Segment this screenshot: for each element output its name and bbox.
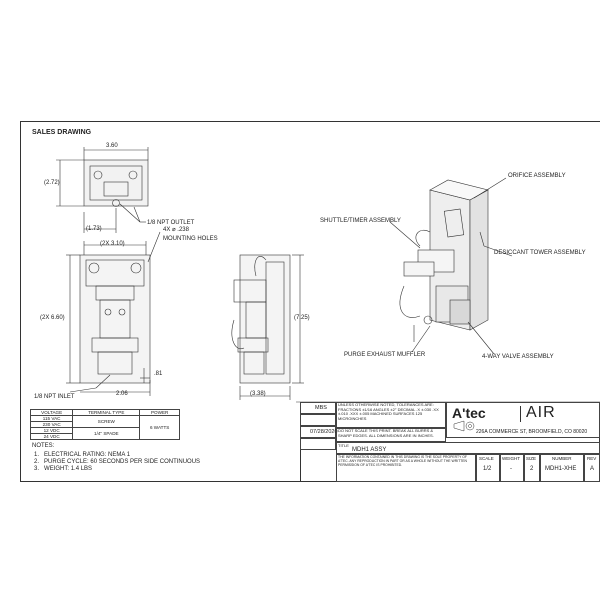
spec-terminal: 1/4" SPADE [72,427,141,440]
confidential-note: THE INFORMATION CONTAINED IN THIS DRAWIN… [338,455,467,467]
callout-desiccant: DESICCANT TOWER ASSEMBLY [494,250,586,256]
number-label: NUMBER [552,456,572,461]
note-item: 1. ELECTRICAL RATING: NEMA 1 [34,452,131,458]
callout-valve: 4-WAY VALVE ASSEMBLY [482,354,554,360]
dim-offset: (1.73) [86,226,102,232]
notes-heading: NOTES: [32,443,55,449]
callout-outlet: 1/8 NPT OUTLET [147,220,195,226]
dim-width: 3.60 [106,143,118,149]
scale-label: SCALE [479,456,494,461]
spec-power: 6 WATTS [139,415,180,440]
brand-logo: AIR [526,404,556,421]
company-address: 226A COMMERCE ST, BROOMFIELD, CO 80020 [476,429,588,435]
drawn-by: MBS [315,405,327,411]
spec-table: VOLTAGE TERMINAL TYPE POWER 115 VAC SCRE… [29,409,180,440]
rev-label: REV [587,456,597,461]
dim-side-spacing: (2X 6.60) [40,315,65,321]
scale-note: DO NOT SCALE THIS PRINT. BREAK ALL BURRS… [338,428,434,438]
dim-depth: (3.38) [250,391,266,397]
title-label: TITLE [338,443,349,448]
title-value: MDH1 ASSY [352,447,387,453]
callout-holes-2: MOUNTING HOLES [163,236,218,242]
note-item: 3. WEIGHT: 1.4 LBS [34,466,93,472]
dim-inlet-height: .81 [154,371,163,377]
number-value: MDH1-XHE [545,466,577,472]
drawing-title: SALES DRAWING [32,129,92,136]
rev-value: A [590,466,595,472]
size-label: SIZE [526,456,537,461]
note-item: 2. PURGE CYCLE: 60 SECONDS PER SIDE CONT… [34,459,201,465]
spec-voltage: 24 VDC [29,433,74,440]
weight-label: WEIGHT [502,456,520,461]
dim-overall-height: (7.25) [294,315,310,321]
callout-inlet: 1/8 NPT INLET [34,394,75,400]
dim-hole-spacing: (2X 3.10) [100,241,125,247]
company-logo: A'tec [452,405,486,421]
dim-inlet-offset: 2.06 [116,391,128,397]
callout-shuttle: SHUTTLE/TIMER ASSEMBLY [320,218,401,224]
callout-holes-1: 4X ⌀ .238 [163,227,189,233]
scale-value: 1/2 [483,466,492,472]
tolerances-note: UNLESS OTHERWISE NOTED, TOLERANCES ARE: … [338,402,439,421]
callout-orifice: ORIFICE ASSEMBLY [508,173,566,179]
drawing-date: 07/28/2020 [310,429,338,435]
callout-muffler: PURGE EXHAUST MUFFLER [344,352,426,358]
dim-height-ref: (2.72) [44,180,60,186]
weight-value: - [510,466,512,472]
size-value: 2 [530,466,534,472]
